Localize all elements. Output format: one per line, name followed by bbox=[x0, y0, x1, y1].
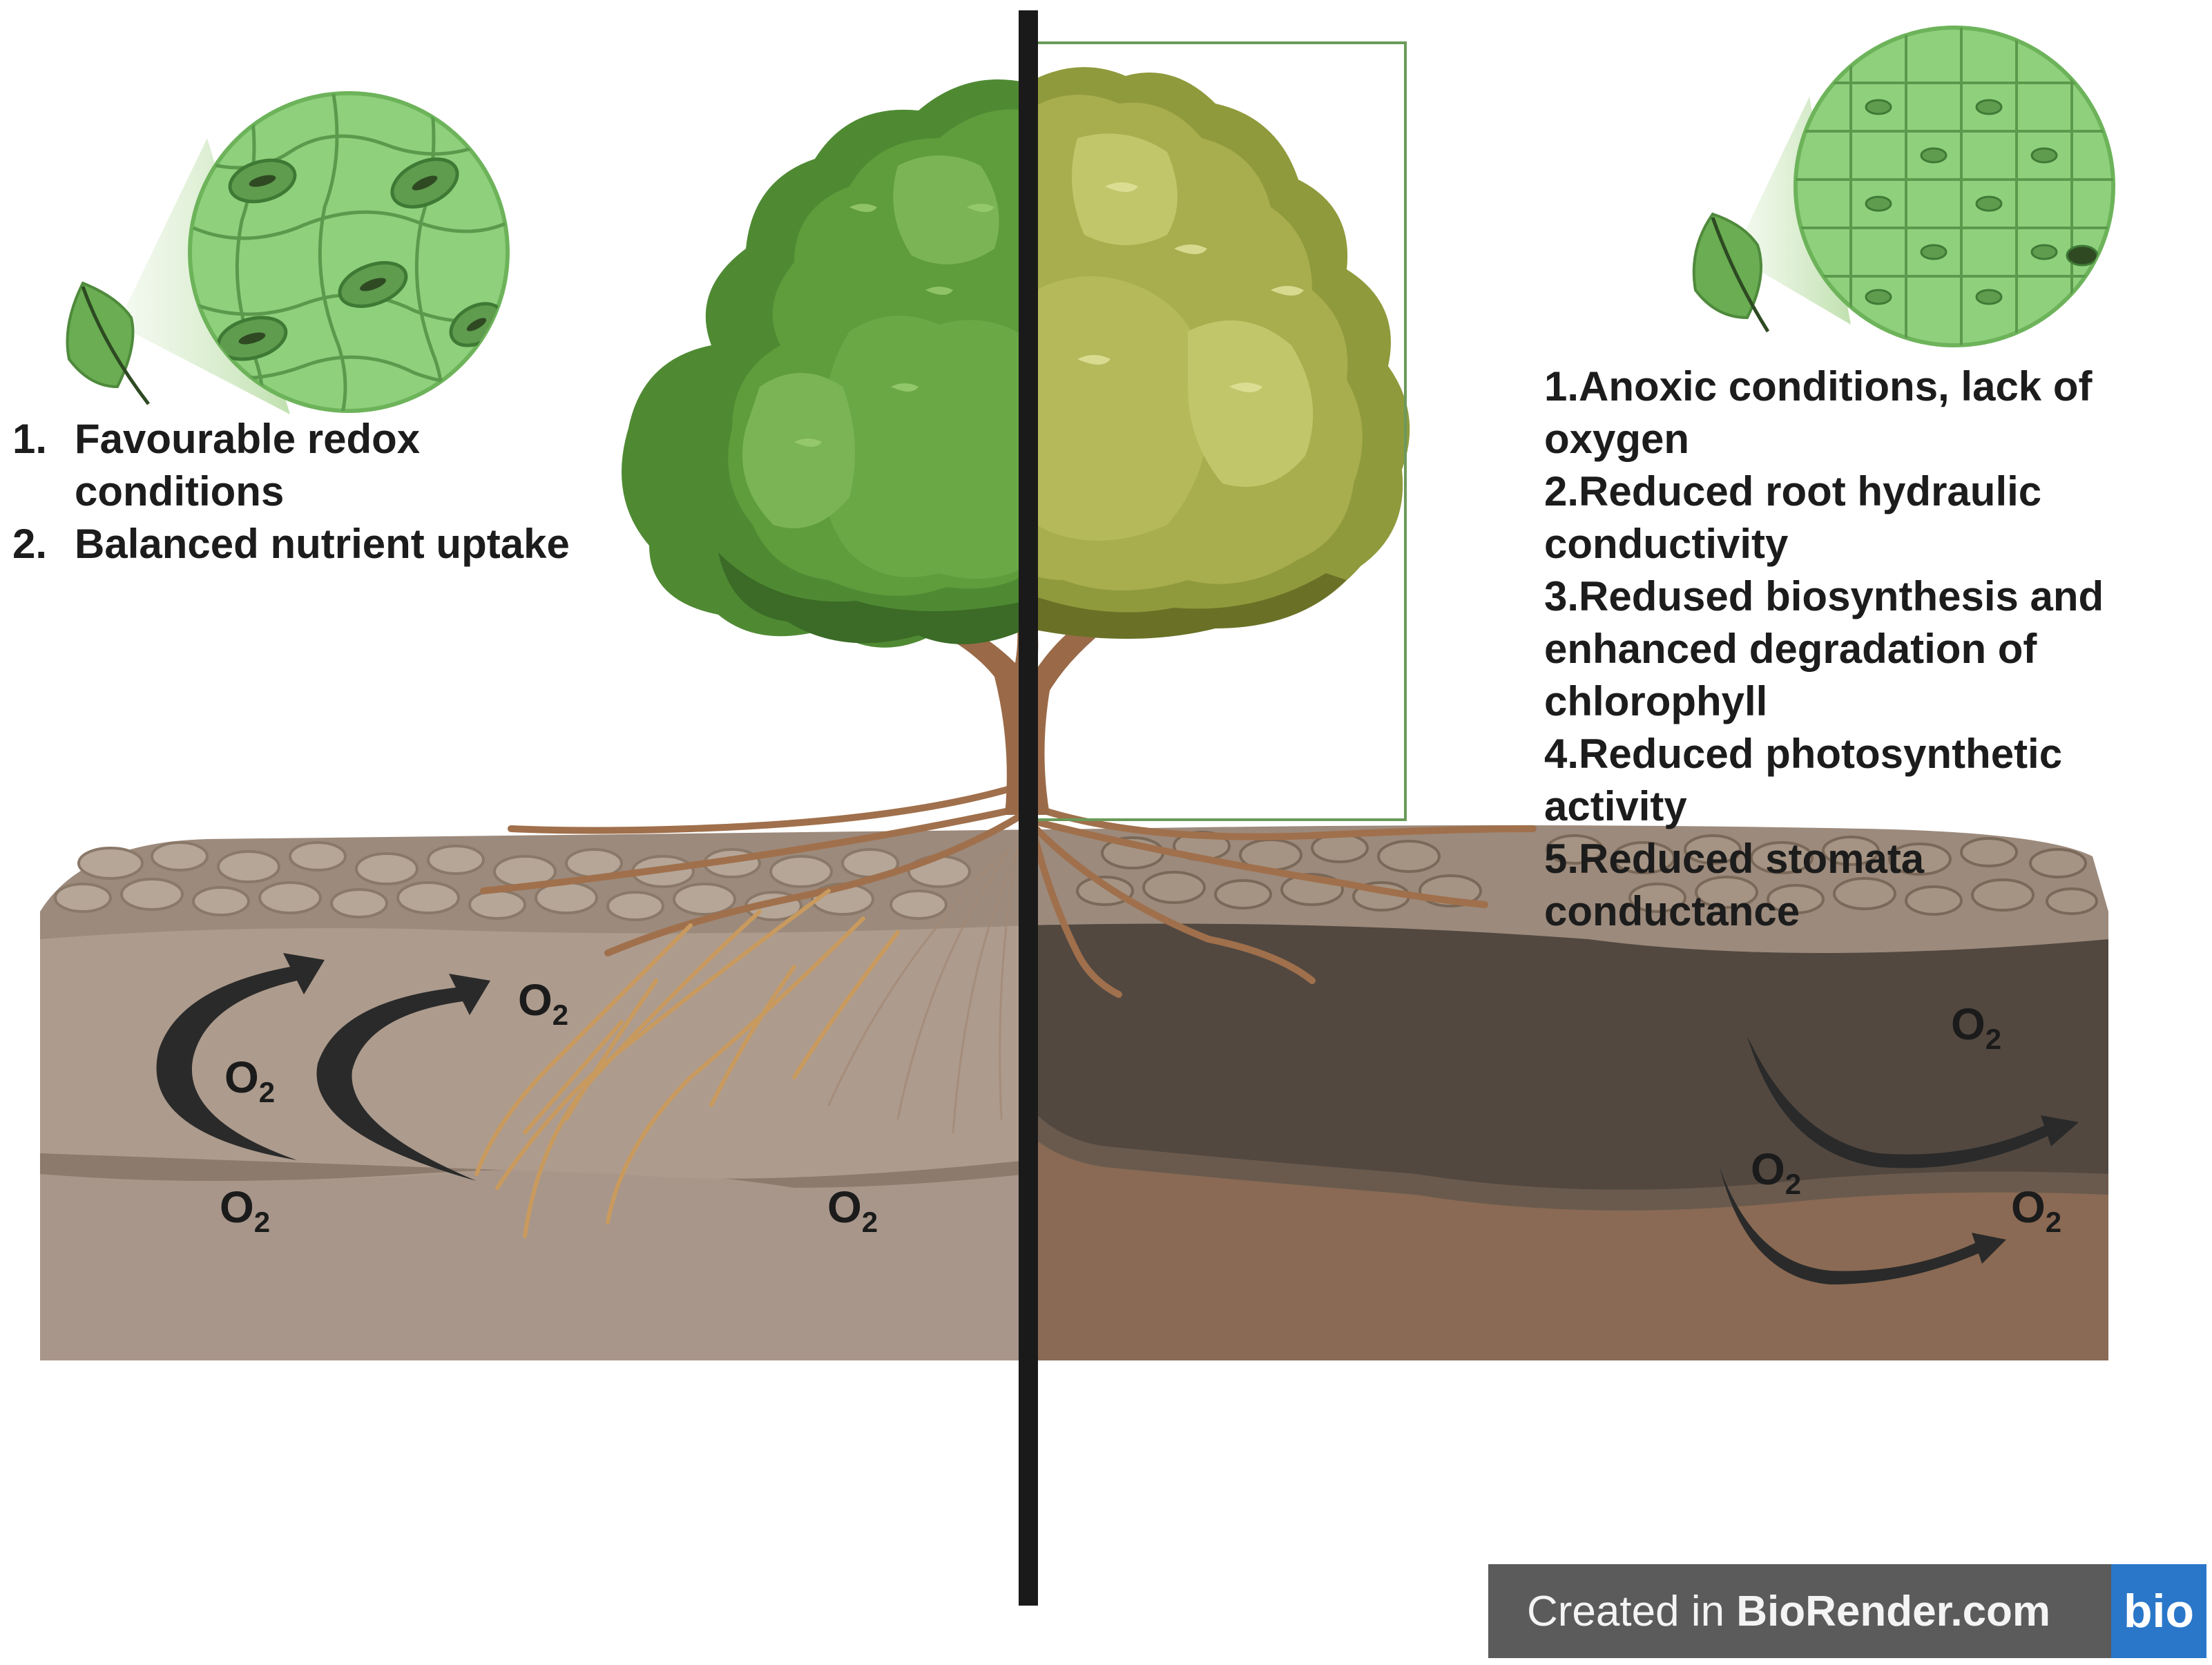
badge-label: Created in BioRender.com bbox=[1527, 1587, 2051, 1635]
flooding-effects-list: 1.Anoxic conditions, lack of oxygen 2.Re… bbox=[1544, 360, 2186, 938]
o2-label: O2 bbox=[224, 1052, 275, 1108]
leaf-icon bbox=[1692, 212, 1770, 333]
center-divider bbox=[1019, 10, 1038, 1606]
o2-label: O2 bbox=[1951, 999, 2001, 1055]
o2-label: O2 bbox=[2011, 1182, 2061, 1238]
biorender-badge[interactable]: Created in BioRender.com bio bbox=[1488, 1564, 2206, 1658]
oxygen-flow-arrow-icon bbox=[156, 953, 2079, 1284]
biorender-logo-icon: bio bbox=[2111, 1564, 2206, 1658]
list-item: 3.Redused biosynthesis and enhanced degr… bbox=[1544, 573, 2104, 724]
list-item: 2. Balanced nutrient uptake bbox=[12, 521, 570, 567]
list-item: 1. Favourable redox conditions bbox=[12, 416, 421, 514]
stomata-magnifier-icon bbox=[117, 91, 510, 414]
list-item: 1.Anoxic conditions, lack of oxygen bbox=[1544, 363, 2093, 462]
o2-label: O2 bbox=[827, 1182, 878, 1238]
waterlogged-soil bbox=[1028, 912, 2108, 1360]
o2-label: O2 bbox=[1751, 1144, 1801, 1200]
o2-label: O2 bbox=[518, 975, 568, 1031]
leaf-icon bbox=[66, 281, 150, 405]
topsoil-layer bbox=[40, 825, 2108, 953]
favourable-conditions-list: 1. Favourable redox conditions 2. Balanc… bbox=[12, 413, 634, 570]
list-item: 5.Reduced stomata conductance bbox=[1544, 836, 1925, 934]
healthy-canopy bbox=[622, 79, 1028, 648]
list-item: 2.Reduced root hydraulic conductivity bbox=[1544, 468, 2042, 567]
stomata-magnifier-icon bbox=[1733, 26, 2115, 347]
stressed-canopy bbox=[1028, 67, 1410, 639]
roots bbox=[474, 784, 1537, 1238]
o2-label: O2 bbox=[220, 1182, 270, 1238]
list-item: 4.Reduced photosynthetic activity bbox=[1544, 731, 2063, 829]
oxygen-labels: O2 O2 O2 O2 O2 O2 O2 bbox=[220, 975, 2061, 1238]
